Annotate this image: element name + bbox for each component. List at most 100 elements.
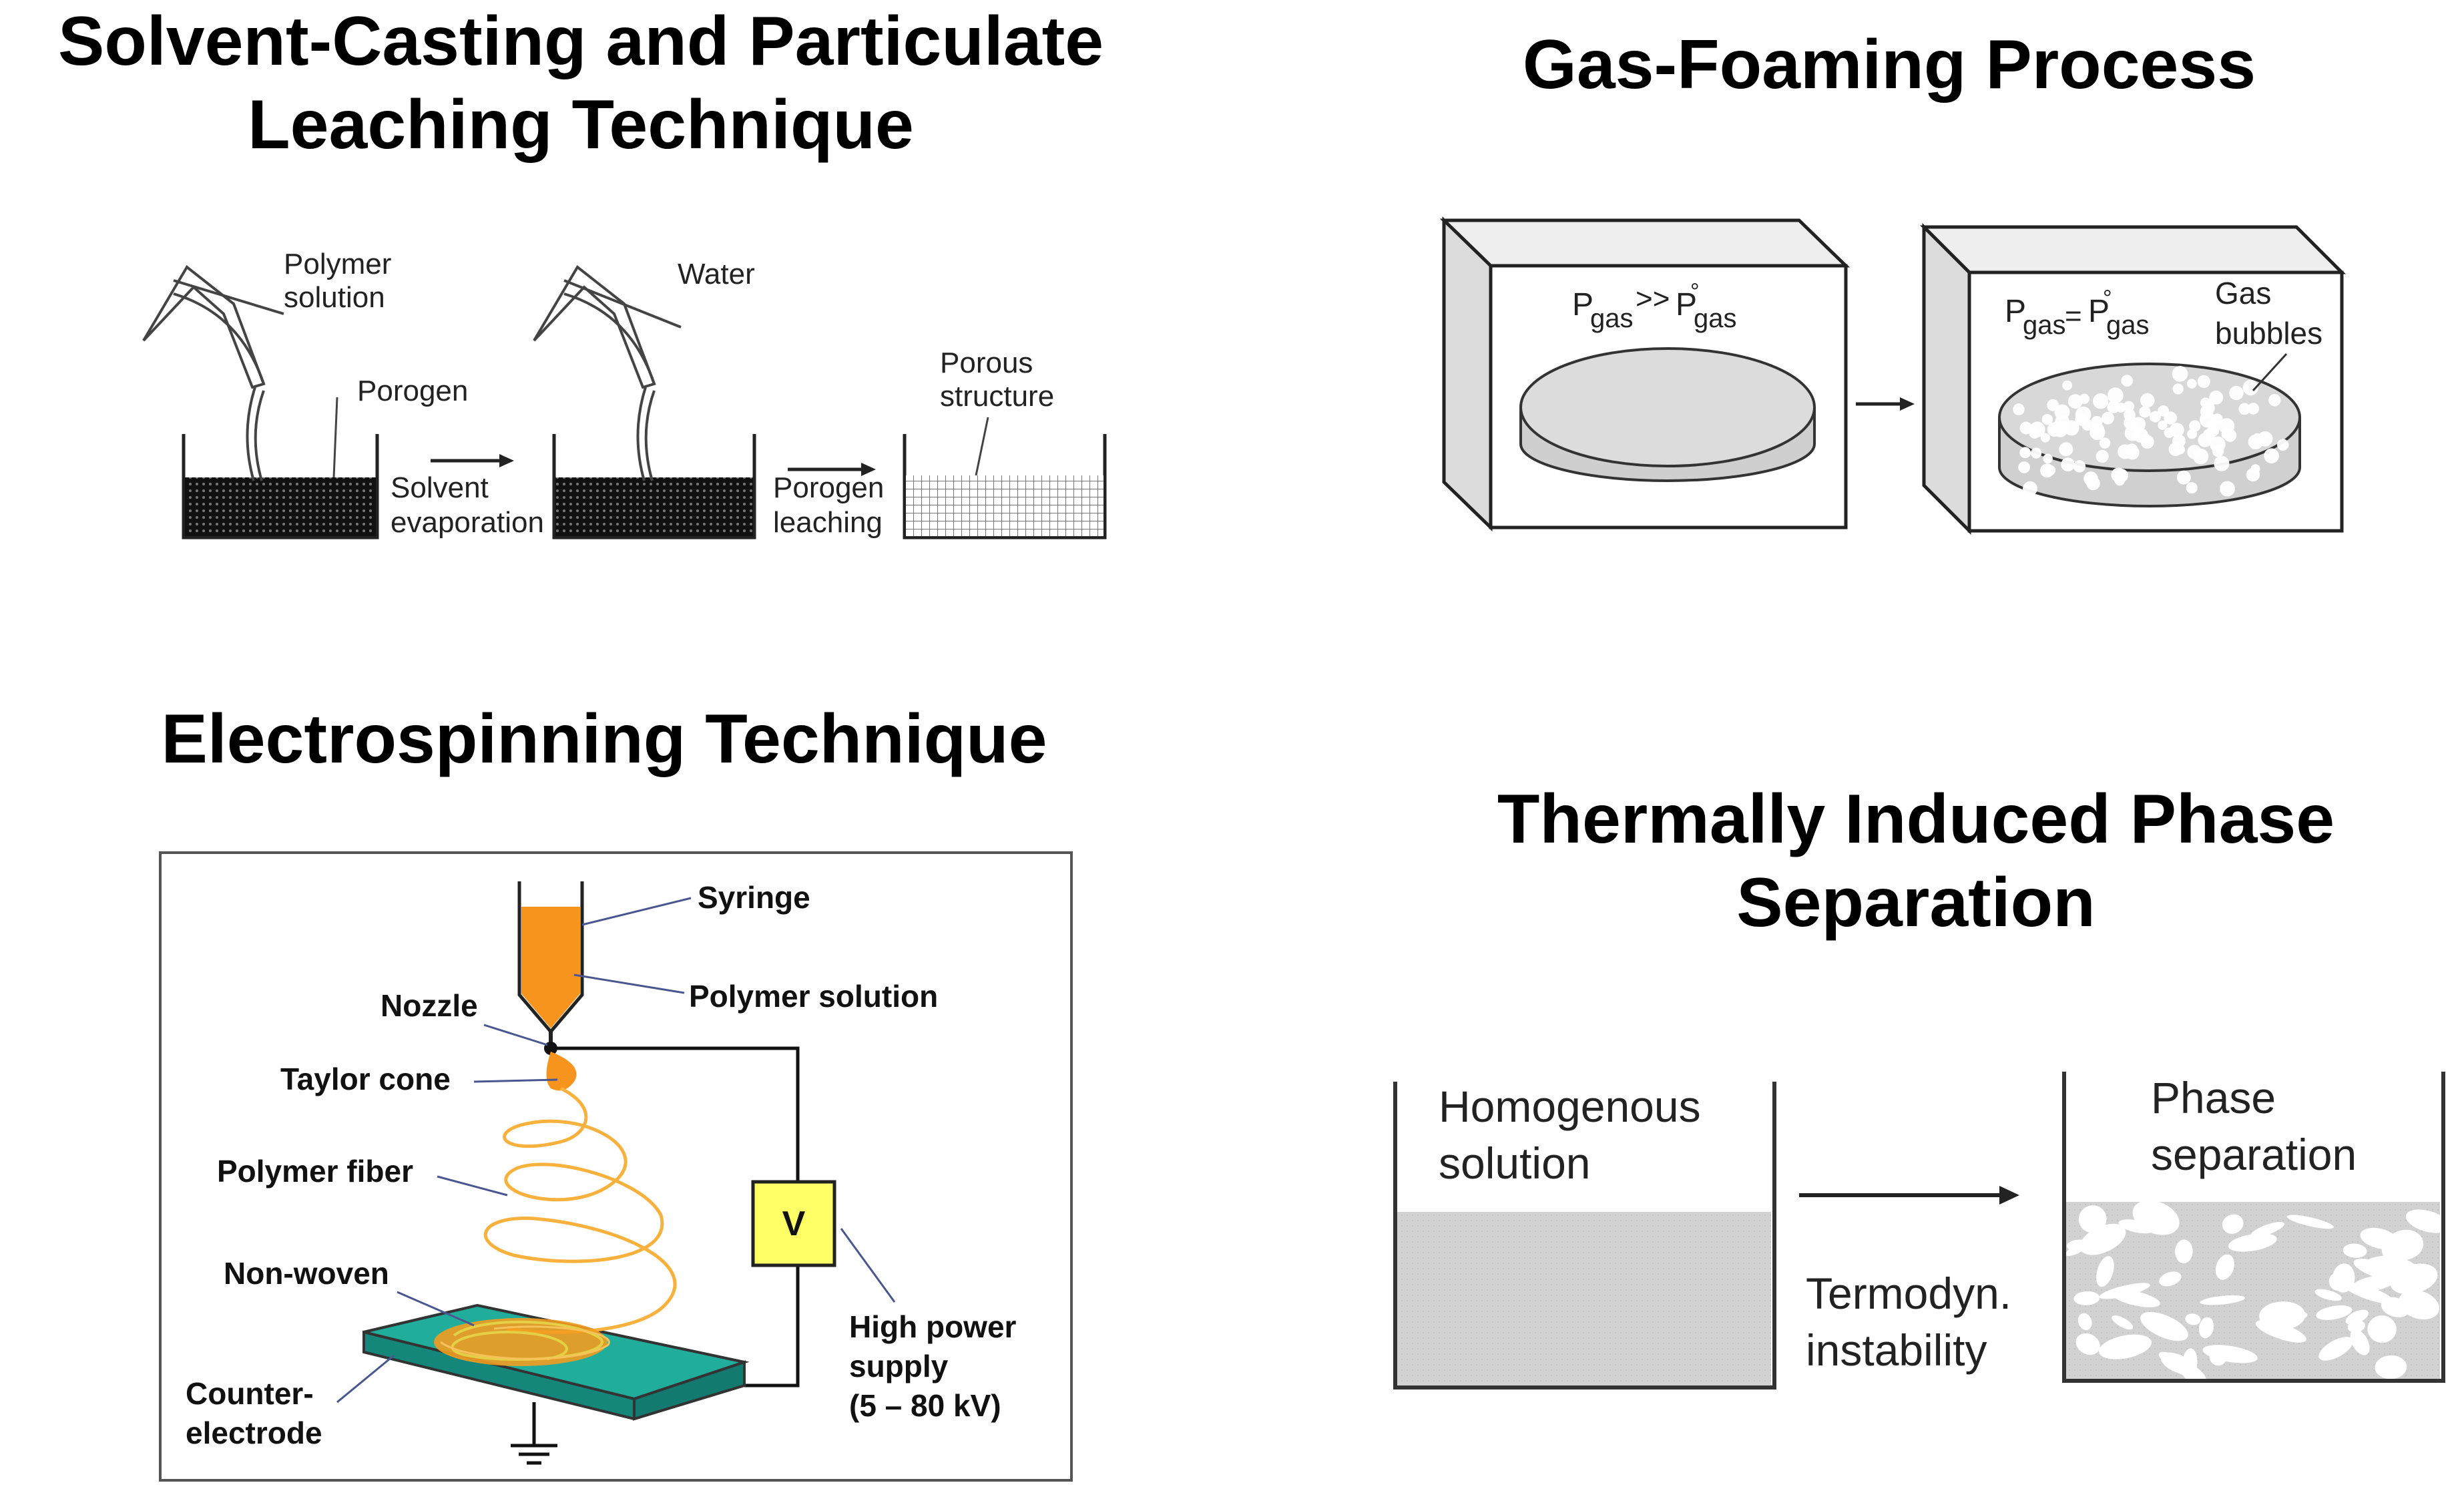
gas-bubble <box>2089 425 2106 441</box>
gas-bubble <box>2209 390 2224 405</box>
tips-title: Thermally Induced Phase Separation <box>1402 778 2430 945</box>
phase-blob <box>2266 1310 2308 1323</box>
phase-blob <box>2132 1200 2180 1235</box>
gas-bubble <box>2140 435 2154 449</box>
phase-blob <box>2343 1282 2394 1304</box>
solvent-casting-title-line2: Leaching Technique <box>248 85 914 164</box>
phase-blob <box>2390 1263 2438 1295</box>
gas-bubble <box>2176 470 2191 485</box>
gas-bubble <box>2247 403 2260 415</box>
phase-blob <box>2112 1315 2134 1330</box>
pressure-chamber-1 <box>1439 216 1851 531</box>
porogen-leader <box>332 397 338 478</box>
gas-bubble <box>2059 442 2073 457</box>
gas-bubble <box>2203 429 2216 441</box>
gas-bubble <box>2040 463 2055 478</box>
gas-bubble <box>2126 443 2138 455</box>
label-p-4: P <box>2088 294 2110 329</box>
phase-blob <box>2399 1290 2439 1320</box>
phase-blob <box>2332 1263 2355 1293</box>
label-porogen-leaching-1: Porogen <box>773 471 884 504</box>
phase-blob <box>2158 1351 2206 1381</box>
solvent-casting-title-line1: Solvent-Casting and Particulate <box>57 3 1104 80</box>
non-woven-mat <box>434 1318 610 1366</box>
gas-bubble <box>2264 448 2279 463</box>
phase-blob <box>2328 1271 2349 1291</box>
beaker-3 <box>903 434 1107 540</box>
label-solvent-evaporation-1: Solvent <box>391 471 489 504</box>
gas-bubble <box>2075 413 2088 426</box>
label-solvent-evaporation-2: evaporation <box>391 506 544 539</box>
phase-blob <box>2353 1259 2401 1281</box>
gas-bubble <box>2099 437 2111 449</box>
phase-blob <box>2255 1320 2306 1343</box>
label-gas-bubbles-2: bubbles <box>2215 316 2322 351</box>
phase-blob <box>2347 1320 2366 1333</box>
label-polymer-solution-es: Polymer solution <box>689 979 938 1014</box>
gas-bubble <box>2200 397 2211 408</box>
gas-bubble <box>2114 475 2125 486</box>
electrospinning-leaders <box>336 897 896 1404</box>
gas-bubble <box>2250 464 2260 474</box>
gas-bubble <box>2257 431 2273 447</box>
label-phase-sep-2: separation <box>2151 1130 2357 1179</box>
gas-bubble <box>2242 379 2258 396</box>
gas-bubble <box>2031 447 2042 459</box>
gas-bubble <box>2093 393 2109 409</box>
gas-bubble <box>2091 415 2103 427</box>
phase-blob <box>2343 1243 2367 1258</box>
syringe <box>517 881 584 1047</box>
label-p-2: P <box>1676 287 1697 323</box>
gas-bubble <box>2118 444 2133 459</box>
label-p-3: P <box>2005 294 2026 329</box>
gas-bubble <box>2198 433 2212 447</box>
gas-bubble <box>2187 379 2197 389</box>
gas-bubble <box>2125 445 2140 460</box>
phase-blob <box>2099 1334 2152 1359</box>
phase-blob <box>2250 1222 2284 1237</box>
gas-bubble <box>2277 439 2289 451</box>
phase-blob <box>2096 1256 2114 1287</box>
gas-bubble <box>2158 405 2170 417</box>
label-p-1: P <box>1572 287 1593 323</box>
phase-blob <box>2185 1313 2201 1325</box>
gas-bubble <box>2140 393 2155 408</box>
label-termodyn-1: Termodyn. <box>1806 1269 2011 1318</box>
label-homogenous-1: Homogenous <box>1439 1082 1701 1131</box>
phase-blob <box>2159 1271 2182 1287</box>
gas-bubble <box>2197 375 2210 389</box>
label-gas-bubbles-1: Gas <box>2215 276 2271 310</box>
label-phase-sep-1: Phase <box>2151 1073 2276 1122</box>
phase-blob <box>2202 1345 2258 1363</box>
label-homogenous-2: solution <box>1439 1138 1591 1188</box>
label-non-woven: Non-woven <box>224 1256 389 1291</box>
gas-bubble <box>2189 420 2201 432</box>
gas-bubble <box>2086 476 2100 491</box>
pouring-vessel-2 <box>533 265 682 481</box>
label-counter-electrode-1: Counter- <box>186 1376 314 1411</box>
arrow-gas-foaming <box>1856 397 1915 411</box>
gas-bubble <box>2123 401 2134 412</box>
gas-bubble <box>2207 425 2220 437</box>
pressure-label-1: P gas >> P ° gas <box>1572 279 1737 333</box>
gas-bubble <box>2246 467 2260 482</box>
gas-bubble <box>2053 422 2068 437</box>
phase-blob <box>2182 1348 2198 1380</box>
gas-bubble <box>2019 421 2033 435</box>
label-high-power-3: (5 – 80 kV) <box>849 1388 1001 1423</box>
phase-blob <box>2112 1289 2160 1307</box>
tips-beaker-homogenous <box>1393 1082 1776 1389</box>
phase-blob <box>2259 1301 2306 1330</box>
phase-blob <box>2228 1233 2277 1252</box>
gas-bubble <box>2258 433 2268 443</box>
phase-blob <box>2140 1311 2188 1341</box>
phase-blob <box>2222 1214 2244 1234</box>
gas-bubble <box>2192 448 2209 465</box>
phase-blob <box>2350 1329 2370 1355</box>
gas-bubble <box>2164 427 2175 438</box>
label-high-power-2: supply <box>849 1349 949 1383</box>
label-high-power-1: High power <box>849 1309 1017 1344</box>
gas-bubble <box>2018 461 2031 473</box>
gas-bubble <box>2023 481 2037 496</box>
gas-bubble <box>2149 411 2161 423</box>
